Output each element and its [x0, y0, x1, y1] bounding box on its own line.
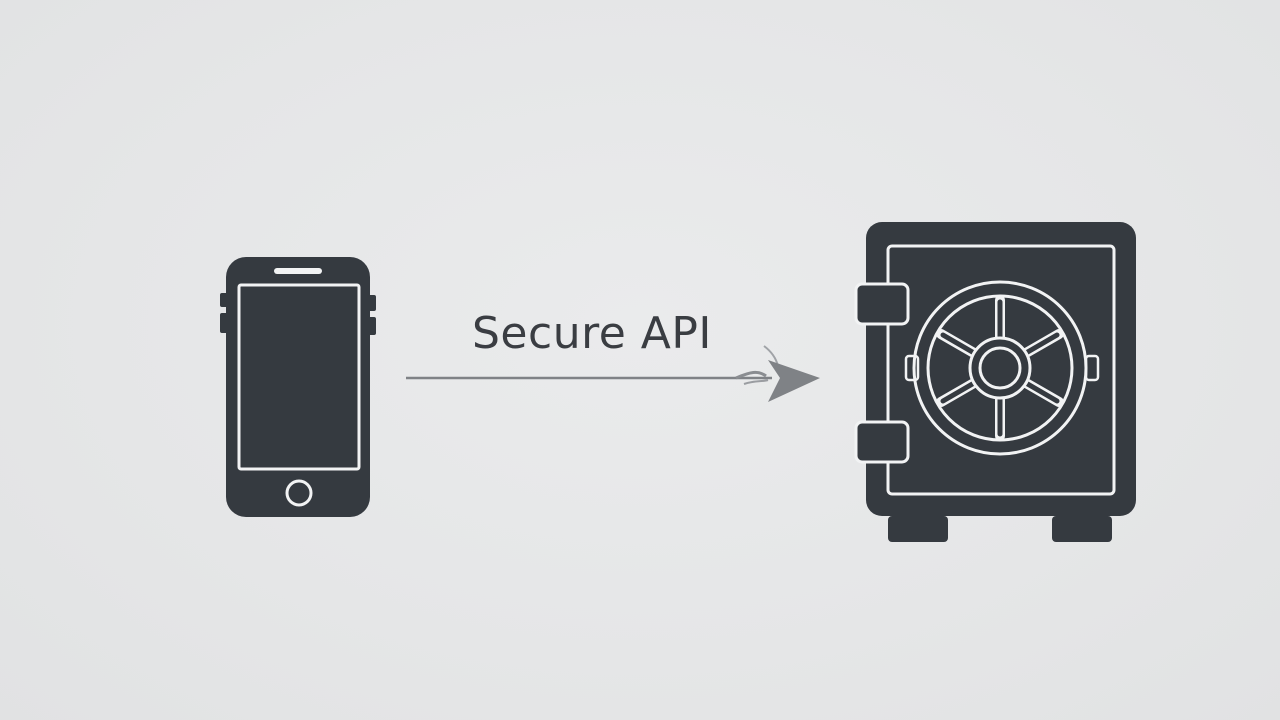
arrow-right-icon — [406, 345, 820, 402]
edge-label: Secure API — [472, 308, 712, 359]
vault-safe-icon — [854, 222, 1136, 542]
smartphone-icon — [220, 257, 376, 517]
